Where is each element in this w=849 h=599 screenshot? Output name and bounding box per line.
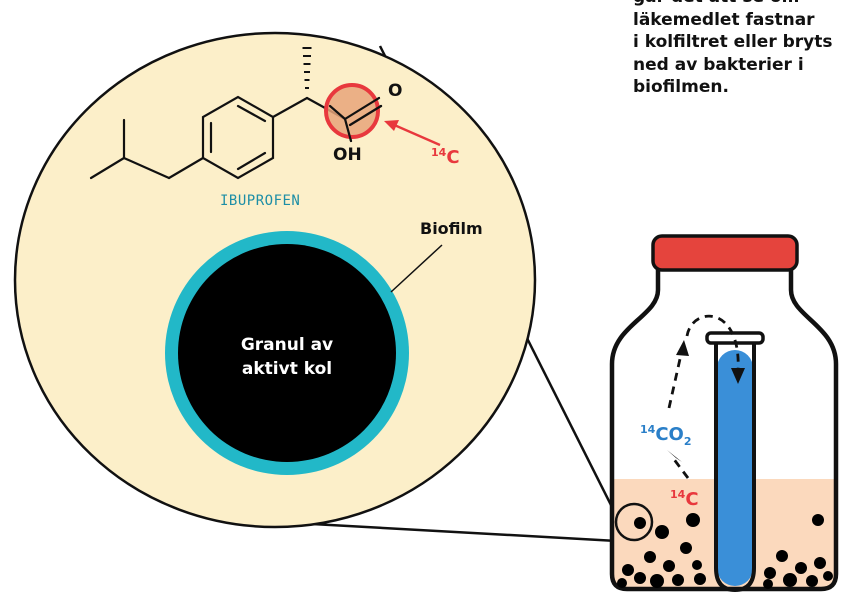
label-pointer-arrow	[391, 122, 441, 147]
arrowhead-c-to-co2	[667, 450, 682, 462]
bottle-granule	[617, 578, 627, 588]
bottle-granule	[655, 525, 669, 539]
c14-label-bottle: 14C	[670, 488, 699, 510]
bottle-granule	[692, 560, 702, 570]
test-tube-liquid	[717, 350, 753, 586]
caption-line: ned av bakterier i	[633, 54, 804, 75]
granule-label-line2: aktivt kol	[242, 359, 332, 379]
caption-line: läkemedlet fastnar	[633, 9, 815, 30]
bottle-granule	[795, 562, 807, 574]
granule-label-line1: Granul av	[241, 335, 333, 355]
co2-label: 14CO2	[640, 423, 691, 448]
bottle-granule	[634, 572, 646, 584]
bottle-granule	[763, 579, 773, 589]
bottle-granule	[806, 575, 818, 587]
bottle-granule	[764, 567, 776, 579]
molecule-name: IBUPROFEN	[220, 193, 300, 209]
bottle-granule	[663, 560, 675, 572]
bottle-granule	[812, 514, 824, 526]
arrowhead-into-tube	[731, 368, 745, 384]
arrow-co2-up	[667, 349, 684, 409]
bottle-granule	[783, 573, 797, 587]
bottle-granule	[650, 574, 664, 588]
gas-flow-arrows	[667, 314, 740, 479]
zoom-target-circle	[614, 502, 654, 542]
bottle-cap	[651, 234, 799, 272]
arrowhead-co2-up	[676, 340, 689, 356]
bottle-granule	[814, 557, 826, 569]
caption-line: går det att se om	[633, 0, 847, 9]
label-pointer-arrowhead	[384, 120, 399, 131]
bottle-granule	[680, 542, 692, 554]
carbonyl-oxygen-label: O	[388, 81, 402, 101]
bottle-granules	[617, 513, 833, 589]
hydroxyl-label: OH	[333, 145, 362, 165]
stereo-hash-bond	[302, 47, 312, 89]
arrow-c-to-co2	[671, 457, 690, 479]
bottle-granule	[823, 571, 833, 581]
c14-label-molecule: 14C	[431, 146, 460, 168]
activated-carbon-granule	[178, 244, 396, 462]
caption-line: i kolfiltret eller bryts	[633, 32, 833, 52]
caption-text: går det att se om läkemedlet fastnar i k…	[633, 0, 847, 99]
bottle-outline	[609, 268, 839, 592]
bottle-granule	[694, 573, 706, 585]
bottle-granule	[686, 513, 700, 527]
biofilm-pointer-line	[390, 244, 443, 293]
bottle-granule	[622, 564, 634, 576]
biofilm-label: Biofilm	[420, 219, 483, 238]
labeled-carbon-highlight	[324, 83, 380, 139]
zoom-target-granule	[634, 517, 646, 529]
bottle-granule	[644, 551, 656, 563]
bottle-granule	[776, 550, 788, 562]
caption-line: biofilmen.	[633, 77, 729, 97]
bottle-granule	[672, 574, 684, 586]
